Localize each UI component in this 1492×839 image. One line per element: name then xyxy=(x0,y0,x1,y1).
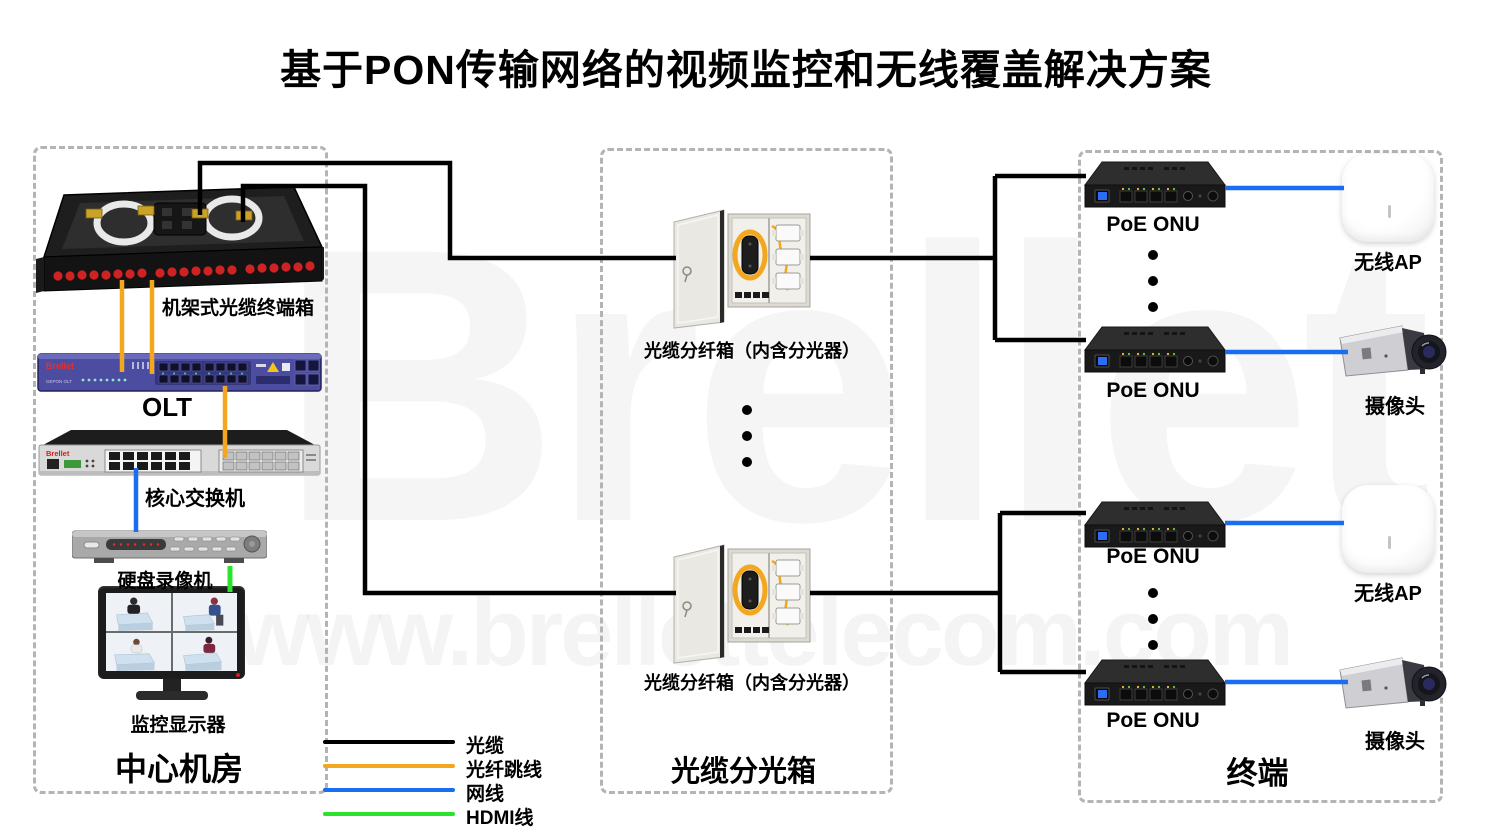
distribution-box2-label: 光缆分纤箱（内含分光器） xyxy=(644,673,860,693)
wireless-ap2-label: 无线AP xyxy=(1354,583,1422,605)
monitor-label: 监控显示器 xyxy=(130,715,226,736)
svg-text:GEPON OLT: GEPON OLT xyxy=(46,379,72,384)
wireless-ap-image xyxy=(1342,485,1434,573)
poe-onu1-label: PoE ONU xyxy=(1106,213,1200,236)
terminal-box-label: 机架式光缆终端箱 xyxy=(161,298,314,319)
poe-onu-image xyxy=(1084,161,1226,208)
camera-image xyxy=(1339,325,1447,377)
legend-line-fiber-cable xyxy=(323,740,455,744)
legend-label-network-cable: 网线 xyxy=(466,784,505,805)
monitor-image xyxy=(98,586,245,700)
core-switch-label: 核心交换机 xyxy=(145,488,245,510)
legend-label-fiber-jumper: 光纤跳线 xyxy=(466,760,543,781)
page-title: 基于PON传输网络的视频监控和无线覆盖解决方案 xyxy=(280,47,1212,93)
splitter-zone-label: 光缆分光箱 xyxy=(670,756,816,788)
camera2-label: 摄像头 xyxy=(1365,731,1425,753)
fiber-distribution-box-image xyxy=(673,544,811,664)
dvr-label: 硬盘录像机 xyxy=(117,571,213,592)
poe-onu-image xyxy=(1084,326,1226,373)
poe-onu2-label: PoE ONU xyxy=(1106,379,1200,402)
wireless-ap1-label: 无线AP xyxy=(1354,252,1422,274)
poe-onu4-label: PoE ONU xyxy=(1106,709,1200,732)
dvr-device-image xyxy=(72,530,267,563)
central-room-zone-label: 中心机房 xyxy=(114,751,243,787)
poe-onu-image xyxy=(1084,501,1226,548)
core-switch-image: Brellet xyxy=(38,430,321,476)
wireless-ap-image xyxy=(1342,154,1434,242)
poe-onu-image xyxy=(1084,659,1226,706)
legend-line-network-cable xyxy=(323,788,455,792)
poe-onu3-label: PoE ONU xyxy=(1106,545,1200,568)
fiber-terminal-box-image xyxy=(36,186,324,293)
camera1-label: 摄像头 xyxy=(1365,396,1425,418)
svg-text:Brellet: Brellet xyxy=(46,361,74,371)
fiber-distribution-box-image xyxy=(673,209,811,329)
legend-line-fiber-jumper xyxy=(323,764,455,768)
terminal-zone-label: 终端 xyxy=(1226,756,1289,791)
olt-device-image: Brellet GEPON OLT xyxy=(37,353,322,392)
camera-image xyxy=(1339,657,1447,709)
legend-line-hdmi-cable xyxy=(323,812,455,816)
terminal-zone xyxy=(1078,150,1443,803)
ellipsis-dots xyxy=(1148,250,1158,312)
distribution-box1-label: 光缆分纤箱（内含分光器） xyxy=(644,341,860,361)
legend-label-hdmi-cable: HDMI线 xyxy=(466,808,534,829)
legend-label-fiber-cable: 光缆 xyxy=(466,736,505,757)
ellipsis-dots xyxy=(742,405,752,467)
ellipsis-dots xyxy=(1148,588,1158,650)
svg-text:Brellet: Brellet xyxy=(46,449,70,458)
olt-label: OLT xyxy=(141,392,193,422)
